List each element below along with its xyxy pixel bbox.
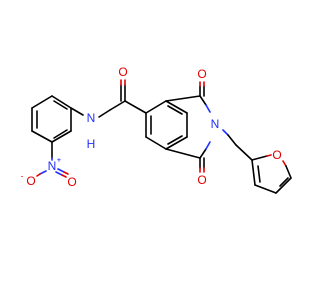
bond: [109, 100, 126, 111]
bond: [145, 100, 167, 114]
bond: [282, 160, 287, 167]
bond: [53, 100, 68, 110]
bond: [39, 170, 47, 175]
bond: [53, 129, 68, 139]
nitro-nitrogen-label: N: [48, 159, 57, 173]
bond: [61, 174, 67, 178]
bond: [124, 100, 147, 114]
imide-nitrogen-label: N: [211, 117, 220, 131]
bond: [279, 177, 289, 187]
bond: [165, 148, 201, 159]
bond: [227, 134, 237, 146]
nitro-oxygen-label: O: [67, 175, 76, 189]
furan-oxygen-label: O: [272, 148, 281, 162]
isoindole-benzene-ring: [124, 100, 188, 150]
nitro-oxygen-charge: -: [21, 172, 24, 181]
bond: [199, 148, 207, 159]
nitrophenyl-ring: [31, 95, 72, 143]
bond: [285, 165, 292, 179]
bond: [167, 105, 183, 115]
imide-oxygen-top-label: O: [197, 67, 206, 81]
bond: [165, 95, 201, 102]
bond: [235, 144, 253, 161]
imide-ring: [165, 95, 211, 159]
bond: [257, 165, 261, 183]
nitro-oxygen-minus-label: O: [26, 174, 35, 188]
molecule-canvas: N H O N O O N + O - O O: [20, 65, 292, 194]
imide-oxygen-bottom-label: O: [197, 173, 206, 187]
furan-ring: [251, 154, 292, 194]
bond: [205, 104, 211, 113]
bond: [55, 171, 63, 176]
bond: [145, 136, 167, 150]
bond: [51, 130, 72, 143]
bond: [98, 109, 111, 118]
bond: [51, 95, 72, 109]
amide-nitrogen-label: N: [87, 111, 96, 125]
bond: [165, 100, 188, 114]
bond: [57, 168, 65, 173]
bond: [266, 154, 272, 157]
nitro-nitrogen-charge: +: [57, 156, 62, 165]
bond: [251, 155, 268, 161]
bond: [222, 129, 229, 136]
amide-oxygen-label: O: [118, 65, 127, 79]
bond: [199, 95, 207, 106]
bond: [167, 135, 183, 145]
bond: [275, 177, 292, 194]
bond: [205, 141, 211, 150]
bond: [31, 130, 53, 143]
bond: [36, 173, 41, 177]
structure-diagram: N H O N O O N + O - O O: [21, 65, 292, 194]
bond: [70, 107, 84, 116]
bond: [31, 95, 53, 109]
bond: [254, 184, 277, 194]
bond: [165, 136, 188, 150]
bond: [63, 171, 69, 175]
bond: [251, 159, 256, 186]
atom-labels: N H O N O O N + O - O O: [21, 65, 282, 189]
amide-hydrogen-label: H: [87, 137, 96, 151]
